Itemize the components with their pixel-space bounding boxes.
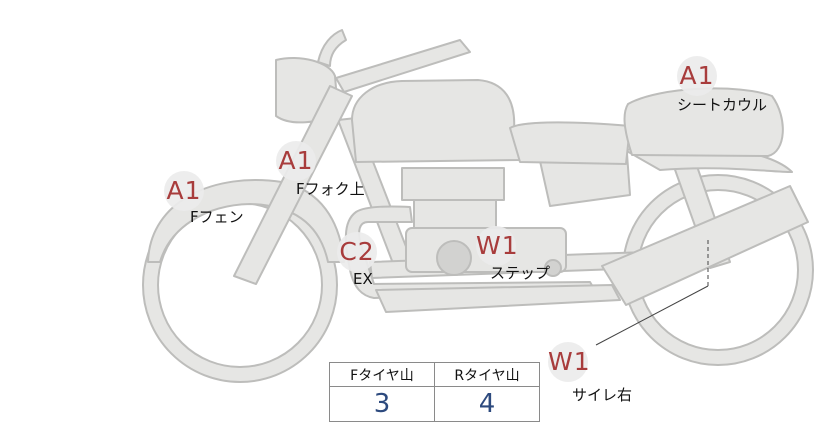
marker-code: A1 bbox=[164, 171, 204, 211]
exhaust-pipe-lower bbox=[375, 284, 621, 313]
leader-line bbox=[595, 285, 709, 346]
seat bbox=[509, 121, 631, 165]
marker-code: A1 bbox=[677, 56, 717, 96]
marker-label: EX bbox=[353, 270, 373, 288]
mirror-stem bbox=[317, 29, 347, 67]
marker-label: ステップ bbox=[490, 264, 551, 282]
tire-tread-table: Fタイヤ山 Rタイヤ山 3 4 bbox=[329, 362, 540, 422]
front-tire-header: Fタイヤ山 bbox=[329, 362, 435, 387]
marker-label: Fフォク上 bbox=[296, 180, 365, 198]
marker-label: Fフェン bbox=[190, 208, 244, 226]
rear-tire-value: 4 bbox=[434, 386, 540, 422]
muffler bbox=[601, 185, 809, 306]
front-tire-value: 3 bbox=[329, 386, 435, 422]
table-header-row: Fタイヤ山 Rタイヤ山 bbox=[329, 362, 540, 387]
front-fork bbox=[233, 85, 353, 285]
engine-top bbox=[401, 167, 505, 201]
fuel-tank bbox=[351, 79, 521, 163]
marker-code: C2 bbox=[337, 232, 377, 272]
marker-label: サイレ右 bbox=[572, 386, 633, 404]
marker-code: W1 bbox=[548, 342, 590, 382]
footpeg bbox=[544, 259, 562, 277]
table-row: 3 4 bbox=[329, 386, 540, 422]
engine-cover bbox=[436, 240, 472, 276]
marker-code: A1 bbox=[276, 141, 316, 181]
handlebar bbox=[335, 39, 471, 93]
marker-code: W1 bbox=[476, 226, 518, 266]
marker-label: シートカウル bbox=[677, 96, 768, 114]
rear-tire-header: Rタイヤ山 bbox=[434, 362, 540, 387]
